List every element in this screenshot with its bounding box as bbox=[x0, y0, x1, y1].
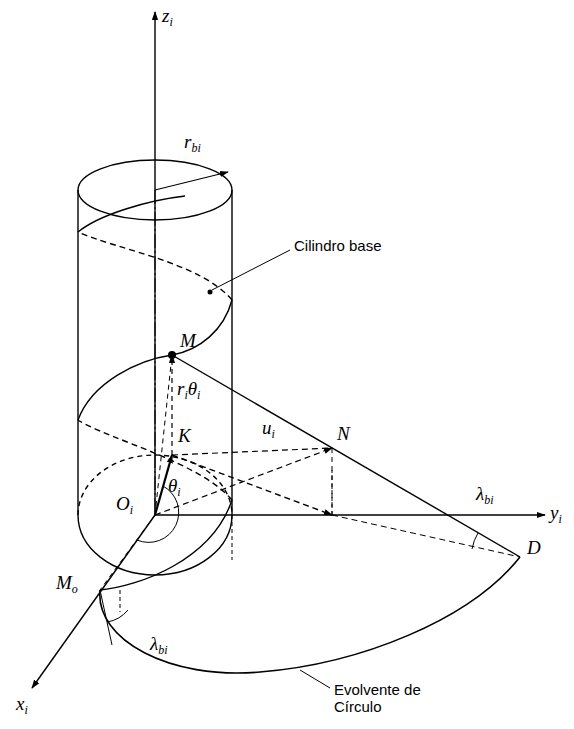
lambda-arc bbox=[472, 533, 478, 549]
y-axis bbox=[155, 514, 545, 515]
dashed-line bbox=[232, 515, 233, 560]
symbol-label: rbi bbox=[184, 132, 201, 155]
dashed-line bbox=[100, 515, 155, 590]
radius-arrow bbox=[155, 172, 228, 190]
dashed-line bbox=[120, 590, 121, 612]
base-front bbox=[78, 515, 232, 575]
projection-arrow bbox=[172, 455, 332, 515]
helix-back bbox=[78, 232, 232, 300]
position-vector bbox=[155, 448, 332, 515]
point-dot bbox=[168, 351, 176, 359]
leader-dot bbox=[208, 290, 213, 295]
leader-line bbox=[300, 670, 330, 688]
part-label: Cilindro base bbox=[294, 238, 382, 255]
involute-curve bbox=[100, 557, 520, 673]
arc-length-arrow bbox=[171, 355, 172, 455]
symbol-label: xi bbox=[16, 694, 28, 717]
symbol-label: riθi bbox=[177, 379, 200, 402]
helix bbox=[78, 300, 232, 420]
dashed-line bbox=[332, 470, 333, 515]
leader-line bbox=[212, 250, 290, 290]
symbol-label: Oi bbox=[116, 494, 133, 517]
projection-line bbox=[332, 515, 520, 557]
tangent-line bbox=[100, 590, 112, 645]
symbol-label: M bbox=[180, 331, 196, 352]
symbol-label: K bbox=[178, 426, 191, 447]
part-label: Evolvente de Círculo bbox=[334, 682, 446, 715]
generating-line bbox=[172, 355, 520, 557]
x-axis bbox=[32, 515, 155, 688]
symbol-label: ui bbox=[262, 418, 275, 441]
symbol-label: θi bbox=[168, 476, 181, 499]
cylinder-side bbox=[77, 190, 78, 515]
lambda-arc bbox=[107, 610, 128, 622]
cylinder-side bbox=[231, 190, 232, 515]
helix bbox=[78, 196, 185, 232]
symbol-label: zi bbox=[162, 6, 173, 29]
dashed-line bbox=[172, 448, 332, 455]
symbol-label: D bbox=[527, 538, 541, 559]
symbol-label: λbi bbox=[150, 634, 168, 657]
projection-line bbox=[332, 448, 333, 515]
symbol-label: Mo bbox=[56, 573, 78, 596]
symbol-label: yi bbox=[550, 503, 562, 526]
symbol-label: N bbox=[337, 424, 350, 445]
helix-back bbox=[78, 420, 232, 500]
symbol-label: λbi bbox=[476, 484, 494, 507]
z-axis bbox=[154, 12, 155, 515]
